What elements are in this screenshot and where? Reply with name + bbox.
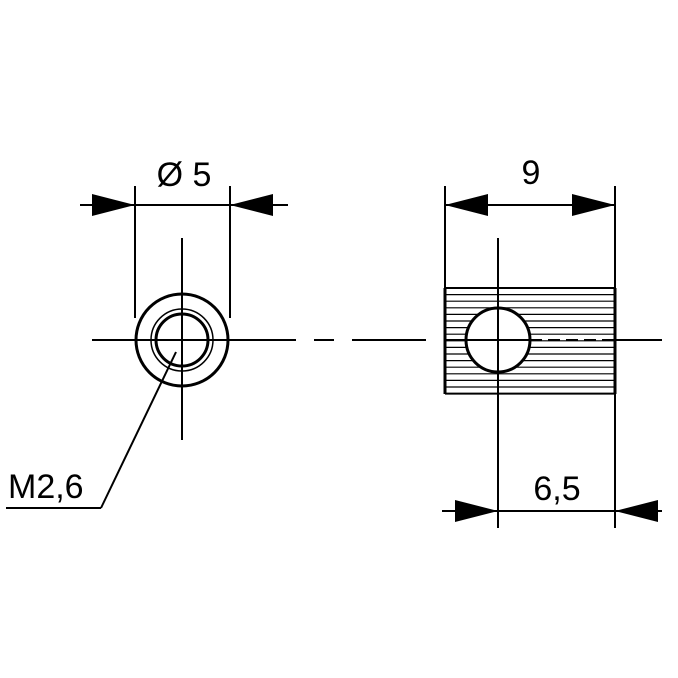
length-label: 9 bbox=[522, 154, 541, 192]
arrowhead-left bbox=[455, 500, 498, 522]
arrowhead-right bbox=[230, 194, 273, 216]
side-view bbox=[443, 238, 662, 440]
arrowhead-left bbox=[92, 194, 135, 216]
length-dimension: 9 bbox=[444, 154, 616, 288]
hole-offset-dimension: 6,5 bbox=[442, 394, 662, 528]
arrowhead-right bbox=[615, 500, 658, 522]
arrowhead-left bbox=[445, 194, 488, 216]
offset-label: 6,5 bbox=[533, 470, 580, 508]
thread-label: M2,6 bbox=[8, 468, 84, 506]
end-view bbox=[92, 238, 426, 440]
thread-callout: M2,6 bbox=[6, 351, 177, 509]
leader-line bbox=[100, 351, 177, 509]
arrowhead-right bbox=[572, 194, 615, 216]
diameter-dimension: Ø 5 bbox=[80, 156, 288, 318]
diameter-label: Ø 5 bbox=[157, 156, 212, 194]
